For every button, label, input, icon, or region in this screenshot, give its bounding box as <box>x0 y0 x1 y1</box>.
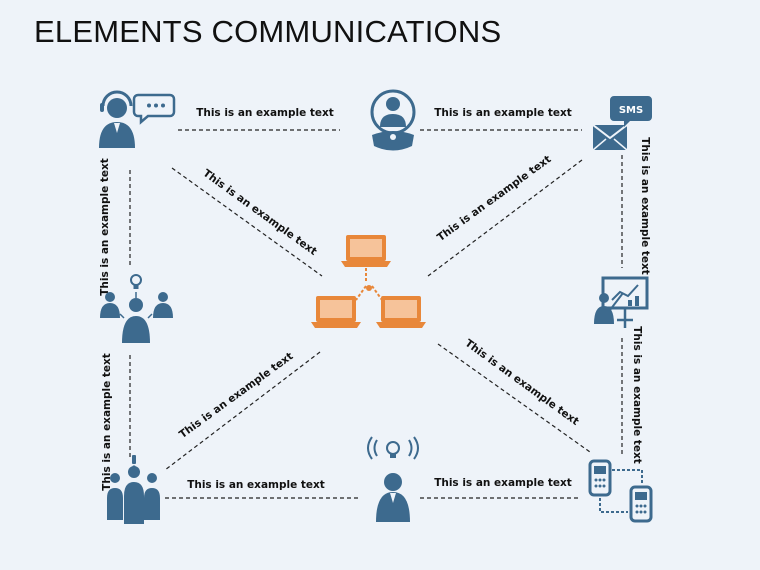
sms-badge-text: SMS <box>619 105 643 116</box>
label-bottom-left: This is an example text <box>187 479 325 491</box>
label-diag-bottom-right: This is an example text <box>463 337 581 428</box>
team-idea-icon <box>100 274 173 343</box>
connector-diag-top-right <box>427 159 583 277</box>
network-laptops-icon <box>311 235 426 328</box>
label-right-lower: This is an example text <box>631 326 643 464</box>
label-top-left: This is an example text <box>196 107 334 119</box>
label-top-right: This is an example text <box>434 107 572 119</box>
team-leader-icon <box>107 455 160 524</box>
label-left-lower: This is an example text <box>101 353 113 491</box>
sms-envelope-icon: SMS <box>592 96 652 151</box>
label-left-upper: This is an example text <box>99 158 111 296</box>
label-diag-top-right: This is an example text <box>435 153 553 244</box>
connector-diag-top-left <box>171 167 323 277</box>
label-diag-top-left: This is an example text <box>201 167 319 258</box>
page-title: ELEMENTS COMMUNICATIONS <box>34 14 502 49</box>
connector-diag-bottom-left <box>164 351 321 471</box>
presentation-board-icon <box>594 276 649 328</box>
label-right-upper: This is an example text <box>639 137 651 275</box>
phone-contact-icon <box>370 89 416 151</box>
mobile-phones-icon <box>588 459 653 523</box>
label-diag-bottom-left: This is an example text <box>177 350 295 441</box>
headset-agent-icon <box>99 90 176 148</box>
connector-diag-bottom-right <box>437 343 591 453</box>
label-bottom-right: This is an example text <box>434 477 572 489</box>
person-idea-icon <box>367 436 419 522</box>
